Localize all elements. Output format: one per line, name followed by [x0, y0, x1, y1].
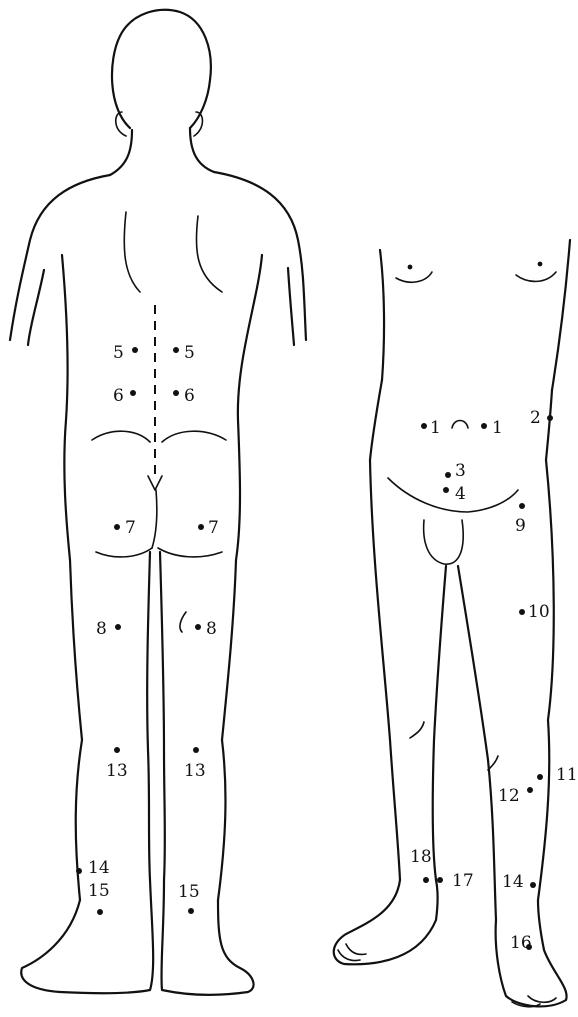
front-view-point-label-3-center: 3: [455, 461, 466, 481]
back-neck-right: [190, 128, 214, 172]
front-view-point-dot-2-right: [547, 415, 553, 421]
back-view-point-dot-6-left: [130, 390, 136, 396]
back-view-point-dot-8-right: [195, 624, 201, 630]
back-view-point-label-15-left: 15: [88, 881, 110, 901]
front-left-pectoral: [396, 272, 432, 282]
back-view-figure: [10, 10, 306, 995]
front-left-torso: [370, 380, 382, 460]
back-buttock-cleft: [152, 490, 157, 548]
back-view-point-dot-13-right: [193, 747, 199, 753]
back-left-hip-arc: [92, 431, 150, 442]
back-view-point-dot-14-left: [76, 868, 82, 874]
front-view-point-dot-11-right: [537, 774, 543, 780]
back-right-arm-inner: [288, 268, 294, 345]
back-right-inner-leg: [160, 552, 165, 880]
back-left-shoulder: [10, 175, 110, 340]
back-left-scapula: [124, 212, 140, 292]
back-right-foot: [161, 880, 253, 995]
front-view-point-label-9-right: 9: [515, 516, 526, 536]
front-left-knee-mark: [410, 722, 424, 738]
back-view-point-dot-15-right: [188, 908, 194, 914]
front-view-point-dot-18-left: [423, 877, 429, 883]
back-view-point-dot-5-right: [173, 347, 179, 353]
front-left-inner-leg: [433, 566, 446, 880]
back-left-lower-leg: [76, 740, 82, 900]
back-view-point-label-14-left: 14: [88, 858, 110, 878]
front-view-point-dot-9-right: [519, 503, 525, 509]
front-right-knee-mark: [488, 756, 498, 770]
front-groin-arc: [388, 478, 518, 512]
back-right-calf-mark: [180, 612, 186, 632]
front-left-toes: [338, 944, 366, 961]
front-view-point-label-17-left: 17: [452, 871, 474, 891]
front-view-point-dot-17-left: [437, 877, 443, 883]
front-right-foot: [496, 900, 567, 1006]
front-right-inner-leg: [458, 566, 496, 920]
back-view-point-label-6-right: 6: [184, 386, 195, 406]
front-view-point-dot-10-right: [519, 609, 525, 615]
back-right-torso: [222, 255, 262, 740]
front-view-point-dot-1-left: [421, 423, 427, 429]
back-view-point-dot-15-left: [97, 909, 103, 915]
back-view-point-label-5-left: 5: [113, 343, 124, 363]
back-view-point-dot-13-left: [114, 747, 120, 753]
back-left-inner-leg: [147, 552, 150, 880]
back-view-point-label-13-left: 13: [106, 761, 128, 781]
back-spine-arrow: [148, 476, 162, 490]
front-view-point-dot-12-right: [527, 787, 533, 793]
back-view-point-label-7-left: 7: [125, 518, 136, 538]
back-right-lower-leg: [218, 740, 225, 900]
back-view-point-dot-5-left: [132, 347, 138, 353]
front-view-point-label-16-right: 16: [510, 933, 532, 953]
front-view-point-dot-14-right: [530, 882, 536, 888]
front-view-point-dot-3-center: [445, 472, 451, 478]
front-view-point-dot-1-right: [481, 423, 487, 429]
front-view-point-label-4-center: 4: [455, 484, 466, 504]
front-left-shoulder: [380, 250, 384, 380]
back-left-torso: [62, 255, 82, 740]
front-view-point-label-2-right: 2: [530, 408, 541, 428]
front-view-point-label-12-right: 12: [498, 786, 520, 806]
back-view-point-dot-8-left: [115, 624, 121, 630]
back-left-arm-inner: [28, 270, 44, 345]
front-view-point-label-10-right: 10: [528, 602, 550, 622]
back-view-point-dot-7-left: [114, 524, 120, 530]
front-right-nipple: [538, 262, 543, 267]
front-right-pectoral: [516, 272, 556, 281]
front-right-outer-leg: [538, 460, 554, 900]
front-view-point-label-14-right: 14: [502, 872, 524, 892]
front-genital: [424, 520, 464, 564]
back-view-point-label-13-right: 13: [184, 761, 206, 781]
front-view-point-label-1-right: 1: [492, 418, 503, 438]
front-left-foot: [334, 880, 438, 964]
back-view-point-label-5-right: 5: [184, 343, 195, 363]
back-view-point-label-6-left: 6: [113, 386, 124, 406]
front-view-point-dot-4-center: [443, 487, 449, 493]
back-view-point-label-7-right: 7: [208, 518, 219, 538]
front-view-figure: [334, 240, 570, 1007]
back-right-hip-arc: [162, 431, 226, 442]
front-right-shoulder: [552, 240, 570, 390]
front-left-outer-leg: [370, 460, 400, 880]
front-left-nipple: [408, 265, 413, 270]
back-head-outline: [112, 10, 211, 128]
front-view-point-label-11-right: 11: [556, 765, 578, 785]
back-neck-left: [110, 130, 132, 175]
front-view-point-label-18-left: 18: [410, 847, 432, 867]
back-right-gluteal-fold: [158, 548, 222, 557]
front-navel: [452, 421, 468, 429]
back-left-gluteal-fold: [96, 548, 152, 557]
front-right-torso: [546, 390, 552, 460]
back-view-point-label-8-left: 8: [96, 619, 107, 639]
back-view-point-dot-7-right: [198, 524, 204, 530]
back-view-point-label-15-right: 15: [178, 882, 200, 902]
back-view-point-label-8-right: 8: [206, 619, 217, 639]
back-view-point-dot-6-right: [173, 390, 179, 396]
back-right-scapula: [196, 216, 222, 292]
front-view-point-label-1-left: 1: [430, 418, 441, 438]
